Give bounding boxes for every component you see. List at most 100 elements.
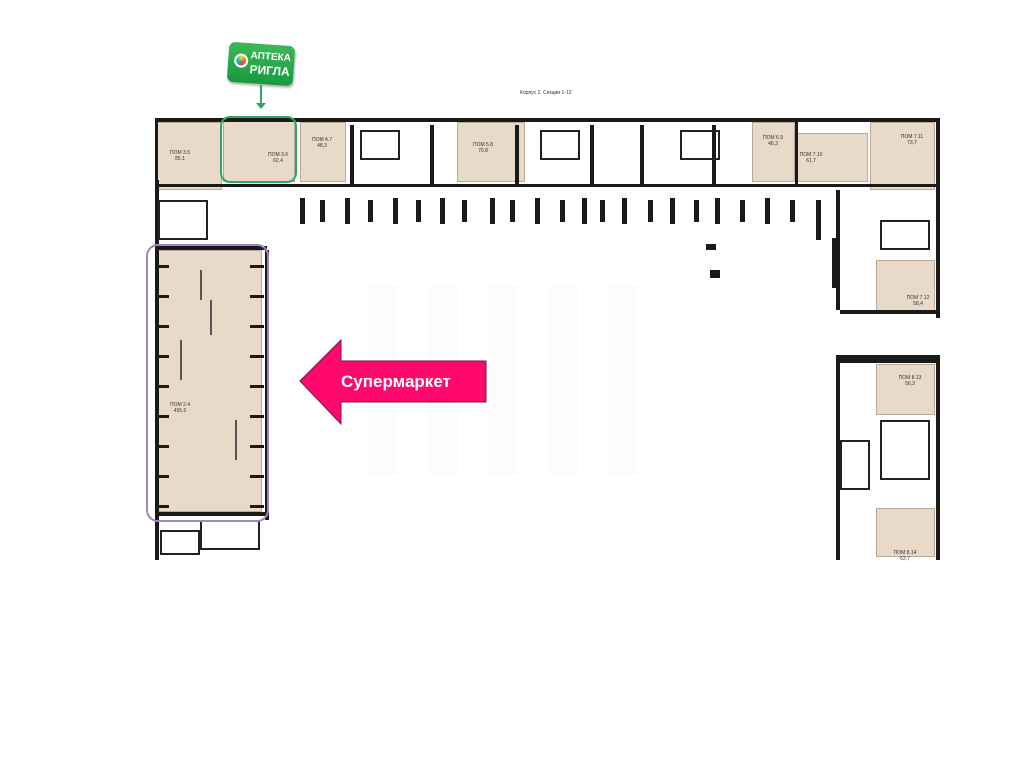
pillar xyxy=(832,238,840,288)
wall xyxy=(840,310,940,314)
unit-area xyxy=(870,122,935,190)
pillar xyxy=(648,200,653,222)
wall xyxy=(640,125,644,185)
wall-stub xyxy=(250,385,264,388)
wall-stub xyxy=(250,295,264,298)
pharmacy-highlight[interactable] xyxy=(220,116,297,183)
wall-stub xyxy=(155,355,169,358)
pillar xyxy=(622,198,627,224)
wall xyxy=(515,125,519,185)
wall-stub xyxy=(250,475,264,478)
pillar xyxy=(440,198,445,224)
wall-stub xyxy=(155,265,169,268)
plan-title: Корпус 2. Секции 1-12 xyxy=(520,90,572,96)
pillar xyxy=(320,200,325,222)
wall-stub xyxy=(250,325,264,328)
unit-id: ПОМ 3.5 xyxy=(170,150,190,156)
wall xyxy=(836,355,940,363)
wall xyxy=(155,246,267,250)
pharmacy-arrowhead-icon xyxy=(256,103,266,109)
pillar xyxy=(715,198,720,224)
pillar xyxy=(300,198,305,224)
unit-id: ПОМ 7.11 xyxy=(900,134,924,140)
unit-id: ПОМ 3.6 xyxy=(268,152,288,158)
unit-id: ПОМ 8.13 xyxy=(898,375,922,381)
unit-area xyxy=(155,250,262,512)
pillar xyxy=(710,270,720,278)
wall xyxy=(836,355,840,560)
unit-area xyxy=(876,364,935,415)
stair-core xyxy=(880,420,930,480)
wall xyxy=(936,118,940,318)
unit-area-value: 73,7 xyxy=(907,140,917,146)
unit-id: ПОМ 5.8 xyxy=(473,142,493,148)
wall xyxy=(936,355,940,560)
unit-area-value: 56,3 xyxy=(905,381,915,387)
stair-core xyxy=(360,130,400,160)
stair-core xyxy=(158,200,208,240)
pillar xyxy=(765,198,770,224)
pillar xyxy=(416,200,421,222)
unit-area xyxy=(223,118,295,182)
wall xyxy=(155,118,940,122)
pillar xyxy=(393,198,398,224)
unit-area-value: 62,4 xyxy=(273,158,283,164)
unit-area-value: 48,3 xyxy=(317,143,327,149)
unit-area xyxy=(457,122,525,182)
pillar xyxy=(582,198,587,224)
logo-line2: РИГЛА xyxy=(249,62,291,80)
pillar xyxy=(740,200,745,222)
pillar xyxy=(600,200,605,222)
wall xyxy=(155,184,940,187)
unit-area-value: 63,7 xyxy=(900,556,910,562)
supermarket-highlight[interactable] xyxy=(146,244,269,522)
unit-area-value: 58,4 xyxy=(913,301,923,307)
stair-core xyxy=(880,220,930,250)
pillar xyxy=(490,198,495,224)
supermarket-arrow-icon xyxy=(299,338,487,426)
wall xyxy=(155,512,267,516)
pillar xyxy=(510,200,515,222)
unit-area xyxy=(157,122,222,190)
unit-area xyxy=(876,508,935,557)
unit-area-value: 455,5 xyxy=(173,408,187,414)
stair-core xyxy=(540,130,580,160)
wall-stub xyxy=(155,385,169,388)
stair-core xyxy=(160,530,200,555)
wall-stub xyxy=(250,355,264,358)
unit-area-value: 61,7 xyxy=(806,158,816,164)
partition xyxy=(210,300,212,335)
pillar xyxy=(345,198,350,224)
unit-id: ПОМ 7.12 xyxy=(906,295,930,301)
wall-stub xyxy=(155,475,169,478)
wall xyxy=(590,125,594,185)
pillar xyxy=(706,244,716,250)
unit-id: ПОМ 2.4 xyxy=(170,402,190,408)
logo-ball-icon xyxy=(233,53,249,69)
wall-stub xyxy=(155,445,169,448)
wall-stub xyxy=(250,505,264,508)
wall-stub xyxy=(155,505,169,508)
wall xyxy=(795,122,798,184)
partition xyxy=(235,420,237,460)
wall xyxy=(155,180,159,560)
pillar xyxy=(790,200,795,222)
pharmacy-logo: АПТЕКА РИГЛА xyxy=(226,41,296,87)
unit-area xyxy=(797,133,868,182)
unit-id: ПОМ 6.9 xyxy=(763,135,783,141)
unit-area-value: 70,8 xyxy=(478,148,488,154)
unit-id: ПОМ 7.10 xyxy=(799,152,823,158)
pillar xyxy=(816,200,821,240)
wall xyxy=(430,125,434,185)
